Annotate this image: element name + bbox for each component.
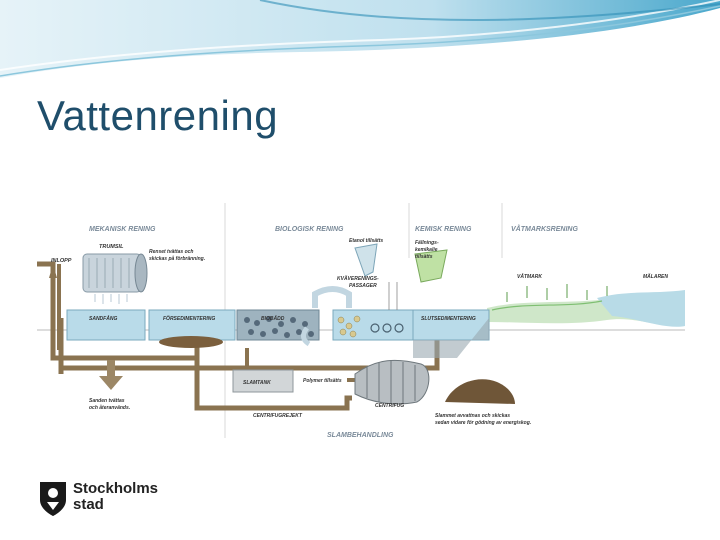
sand-trap-tank [66,309,146,341]
label-kvave-1: KVÄVERENINGS- [337,275,379,282]
slide-title: Vattenrening [37,92,279,139]
section-mechanical: MEKANISK RENING [89,226,156,233]
logo-line-1: Stockholms [73,480,159,497]
label-forsed: FÖRSEDIMENTERING [163,315,215,322]
label-trumsil: TRUMSIL [99,244,124,250]
label-polymer: Polymer tillsätts [303,378,342,384]
section-sludge: SLAMBEHANDLING [327,432,394,439]
label-centrifug: CENTRIFUG [375,403,404,409]
label-biobad: BIOBÄDD [261,315,285,322]
section-wetland: VÅTMARKSRENING [511,224,578,233]
header-wave [0,0,720,78]
label-slutsed: SLUTSEDIMENTERING [421,316,476,322]
label-rensat-1: Renset tvättas och [149,249,193,255]
section-biological: BIOLOGISK RENING [275,226,344,233]
stockholm-crest-icon [40,482,66,516]
sludge-tank [232,369,294,393]
label-fallning-3: tillsätts [415,254,433,260]
label-maltaren: MÄLAREN [643,273,668,280]
label-slamtank: SLAMTANK [243,380,271,386]
label-vatmark: VÅTMARK [517,273,542,280]
label-kvave-2: PASSAGER [349,283,377,289]
drum-screen [82,253,142,293]
label-slammet-2: sedan vidare för gödning av energiskog. [435,420,531,426]
label-sanden-1: Sanden tvättas [89,398,125,404]
pre-sedimentation-tank [148,309,236,341]
label-sanden-2: och återanvänds. [89,404,130,411]
logo-line-2: stad [73,496,104,513]
label-etanol: Etanol tillsätts [349,238,383,244]
section-chemical: KEMISK RENING [415,226,472,233]
logo-text: Stockholms stad [73,481,158,513]
label-sandfang: SANDFÅNG [89,315,117,322]
label-centrifugrejekt: CENTRIFUGREJEKT [253,413,303,419]
water-treatment-diagram: MEKANISK RENING BIOLOGISK RENING KEMISK … [37,198,685,446]
label-fallning-1: Fällnings- [415,240,439,246]
label-inlopp: INLOPP [51,258,72,264]
label-fallning-2: kemikalie [415,247,438,253]
label-slammet-1: Slammet avvattnas och skickas [435,413,510,419]
label-rensat-2: skickas på förbränning. [149,255,205,262]
